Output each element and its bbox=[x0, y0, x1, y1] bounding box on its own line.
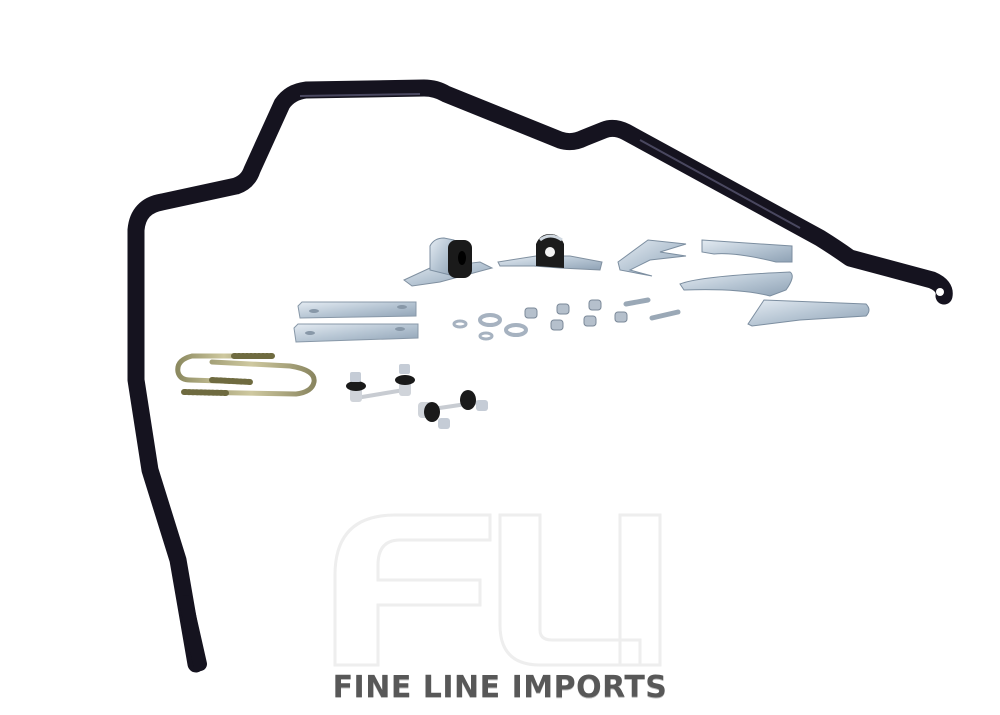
mounting-plate-upper bbox=[679, 271, 793, 297]
mounting-bracket-clip bbox=[617, 239, 687, 277]
bushing-bracket-left bbox=[403, 237, 494, 287]
u-bolt bbox=[175, 353, 317, 397]
hardware-set bbox=[452, 297, 681, 341]
sway-bar bbox=[127, 79, 953, 673]
brand-watermark-text: FINE LINE IMPORTS bbox=[332, 670, 668, 705]
bushing-bracket-right bbox=[497, 234, 603, 271]
mounting-plate-lower bbox=[747, 299, 870, 327]
end-link-left bbox=[346, 364, 415, 402]
fli-logo-watermark bbox=[333, 513, 662, 667]
spacer-bar bbox=[293, 301, 419, 343]
end-eyelet bbox=[936, 288, 944, 296]
end-link-right bbox=[418, 390, 488, 429]
mounting-bracket-angle bbox=[701, 239, 793, 263]
